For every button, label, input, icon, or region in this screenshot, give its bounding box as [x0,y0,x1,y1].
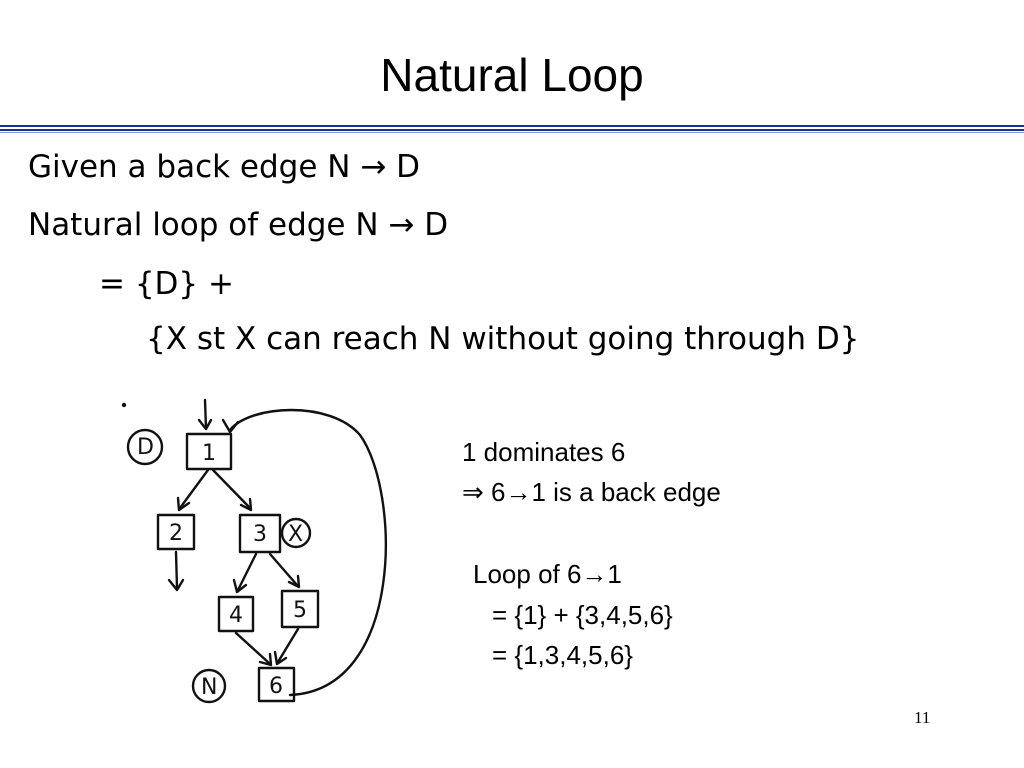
edge-1-3 [211,468,252,510]
flow-graph-diagram: 1 2 3 4 5 6 D X N [121,398,387,704]
back-edge-arc [228,408,387,697]
node-4-label: 4 [229,603,243,628]
slide-number: 11 [914,708,931,727]
node-6-box [257,666,296,703]
definition-line-equals: = {D} + [99,266,234,302]
edge-5-6 [276,627,300,664]
edge-4-6-head [258,652,273,667]
title-divider [0,125,1024,127]
edge-1-2 [178,468,210,510]
edge-3-5-head [287,574,301,589]
edge-1-3-head [239,497,253,512]
node-4-box [217,595,255,633]
entry-arrowhead [197,418,213,431]
slide-title: Natural Loop [380,49,644,101]
marker-n-circle [191,668,227,704]
edge-2-exit [174,550,179,590]
definition-line-back-edge: Given a back edge N → D [28,149,421,185]
definition-line-set: {X st X can reach N without going throug… [146,321,860,357]
marker-n-label: N [201,675,217,700]
edge-1-2-head [176,496,191,512]
node-2-label: 2 [169,521,183,546]
edge-3-4-head [232,578,248,594]
note-back-edge: ⇒ 6→1 is a back edge [462,477,721,507]
node-3-label: 3 [253,522,267,547]
node-5-label: 5 [293,598,307,623]
back-edge-arrowhead [221,418,240,434]
node-1-label: 1 [202,441,216,466]
entry-arrow [203,398,208,430]
edge-3-4 [236,552,258,592]
stray-dot [121,402,127,408]
edge-5-6-head [273,650,288,666]
node-5-box [280,589,320,629]
title-divider-second [0,129,1024,131]
node-1-box [185,432,233,471]
marker-d-label: D [137,435,154,460]
node-3-box [238,513,282,554]
title-divider-third [0,132,1024,133]
note-dominates: 1 dominates 6 [462,437,626,467]
definition-line-natural-loop: Natural loop of edge N → D [28,207,449,243]
note-loop-equation-1: = {1} + {3,4,5,6} [492,600,673,630]
node-6-label: 6 [269,674,283,699]
edge-4-6 [234,631,271,665]
node-2-box [156,513,196,551]
note-loop-of: Loop of 6→1 [473,559,622,589]
note-loop-equation-2: = {1,3,4,5,6} [492,640,633,670]
marker-x-circle [280,517,312,549]
edge-3-5 [268,552,299,587]
marker-x-label: X [288,522,303,547]
edge-2-exit-head [167,578,185,592]
marker-d-circle [126,428,164,466]
